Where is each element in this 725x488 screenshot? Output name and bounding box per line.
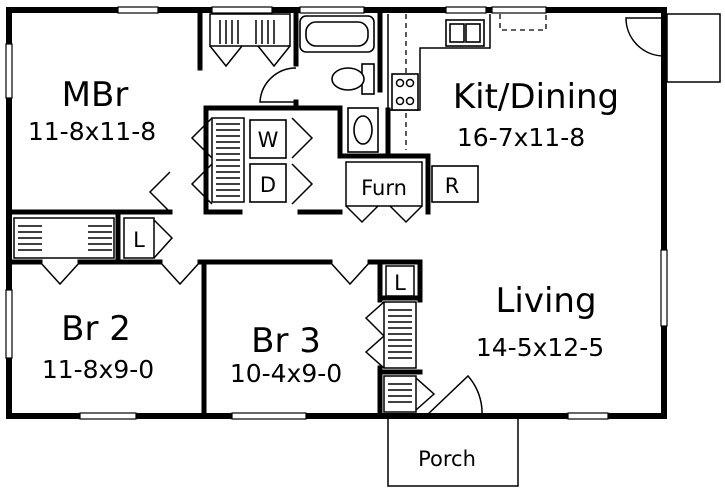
mbr-door: [148, 171, 171, 213]
sink-icon: [347, 107, 379, 153]
toilet-icon: [331, 63, 375, 95]
kitchen-name: Kit/Dining: [453, 77, 619, 117]
br3-closet: [364, 301, 417, 369]
br2-dims: 11-8x9-0: [42, 355, 154, 384]
front-door: [425, 374, 483, 417]
mbr-closet: [209, 13, 291, 68]
mbr-name: MBr: [62, 75, 129, 115]
refrigerator-icon: R: [431, 165, 479, 203]
br3-name: Br 3: [251, 321, 321, 361]
dryer-label: D: [260, 173, 276, 197]
linen-label-1: L: [133, 228, 145, 252]
hall-linen-closet: L: [123, 217, 174, 259]
living-linen-closet: L: [385, 265, 415, 297]
bathroom: [259, 15, 379, 153]
laundry: W D: [190, 117, 314, 205]
furnace-closet: Furn: [345, 161, 423, 224]
coat-closet: [383, 375, 436, 413]
living-dims: 14-5x12-5: [476, 333, 604, 362]
br2-name: Br 2: [61, 309, 131, 349]
br2-door: [159, 261, 201, 286]
kitchen-dims: 16-7x11-8: [457, 123, 585, 152]
dryer-icon: [249, 163, 287, 203]
rear-stoop: [666, 13, 721, 83]
br3-door: [329, 261, 371, 286]
br3-dims: 10-4x9-0: [230, 359, 342, 388]
rear-door: [625, 17, 665, 57]
interior-walls: [9, 9, 431, 417]
washer-label: W: [258, 128, 279, 152]
porch-label: Porch: [418, 447, 476, 471]
mbr-dims: 11-8x11-8: [28, 117, 156, 146]
kitchen-sink-icon: [445, 19, 485, 47]
living-name: Living: [495, 281, 596, 321]
washer-icon: [249, 119, 287, 159]
br2-closet: [13, 217, 115, 286]
range-icon: [391, 73, 419, 111]
kitchen-counters: [387, 14, 547, 150]
linen-label-2: L: [394, 271, 406, 295]
refrigerator-label: R: [445, 174, 460, 198]
furnace-label: Furn: [361, 176, 407, 200]
windows: [5, 6, 668, 420]
